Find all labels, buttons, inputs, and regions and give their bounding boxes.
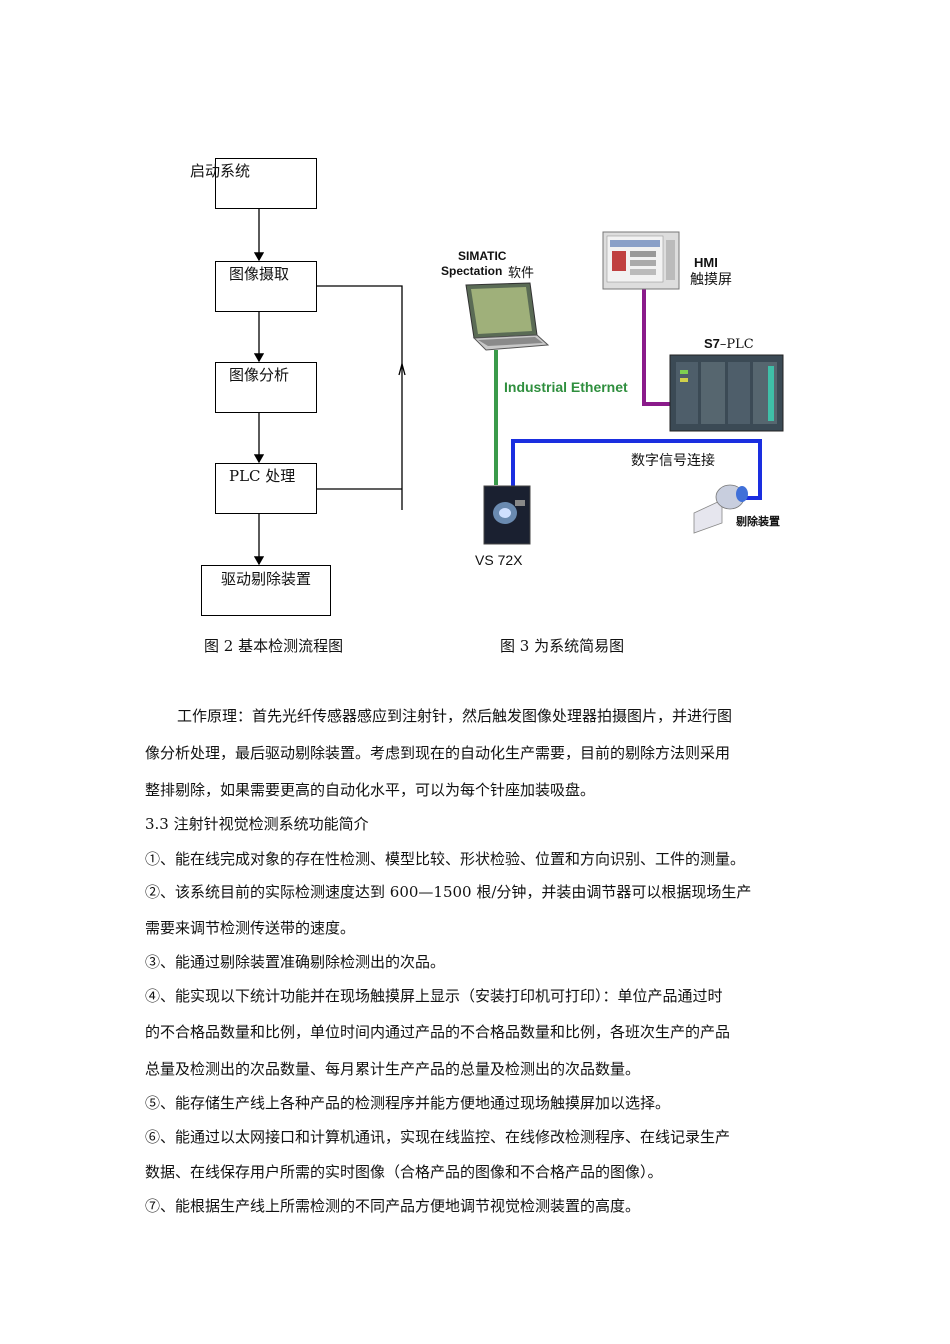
body-line-15: ⑦、能根据生产线上所需检测的不同产品方便地调节视觉检测装置的高度。 xyxy=(145,1197,641,1215)
body-line-1: 工作原理：首先光纤传感器感应到注射针，然后触发图像处理器拍摄图片，并进行图 xyxy=(177,707,733,725)
flow-step-plc: PLC 处理 xyxy=(229,467,296,485)
body-line-14: 数据、在线保存用户所需的实时图像（合格产品的图像和不合格产品的图像）。 xyxy=(145,1163,663,1181)
rejector-label: 剔除装置 xyxy=(736,515,780,528)
plc-label-plc: PLC xyxy=(726,337,754,352)
body-line-7: 需要来调节检测传送带的速度。 xyxy=(145,919,356,937)
body-line-10: 的不合格品数量和比例，单位时间内通过产品的不合格品数量和比例，各班次生产的产品 xyxy=(145,1023,731,1041)
software-label-simatic: SIMATIC xyxy=(458,249,507,263)
hmi-link-line xyxy=(642,286,676,406)
flow-box-capture xyxy=(215,261,317,312)
flow-step-start: 启动系统 xyxy=(190,162,251,180)
hmi-screen-icon xyxy=(602,231,680,290)
body-line-2: 像分析处理，最后驱动剔除装置。考虑到现在的自动化生产需要，目前的剔除方法则采用 xyxy=(145,744,731,762)
body-line-9: ④、能实现以下统计功能并在现场触摸屏上显示（安装打印机可打印）：单位产品通过时 xyxy=(145,987,723,1005)
flow-box-reject xyxy=(201,565,331,616)
body-line-5: ①、能在线完成对象的存在性检测、模型比较、形状检验、位置和方向识别、工件的测量。 xyxy=(145,850,746,868)
flow-box-plc xyxy=(215,463,317,514)
plc-label-s7: S7 xyxy=(704,336,720,351)
flow-step-reject: 驱动剔除装置 xyxy=(221,570,312,588)
body-line-6: ②、该系统目前的实际检测速度达到 600—1500 根/分钟，并装由调节器可以根… xyxy=(145,883,752,901)
flow-step-analysis: 图像分析 xyxy=(229,366,290,384)
hmi-sublabel: 触摸屏 xyxy=(690,272,732,288)
ethernet-label: Industrial Ethernet xyxy=(504,379,628,395)
plc-label: S7–PLC xyxy=(704,336,754,352)
flow-box-start xyxy=(215,158,317,209)
rejector-icon xyxy=(693,484,748,534)
camera-icon xyxy=(483,485,531,545)
digital-signal-label: 数字信号连接 xyxy=(631,453,715,469)
camera-label: VS 72X xyxy=(475,552,523,568)
section-heading: 3.3 注射针视觉检测系统功能简介 xyxy=(145,815,369,833)
software-label-cn: 软件 xyxy=(508,266,535,281)
digital-signal-line xyxy=(511,439,762,500)
hmi-label: HMI xyxy=(694,255,718,270)
flow-step-capture: 图像摄取 xyxy=(229,265,290,283)
body-line-11: 总量及检测出的次品数量、每月累计生产产品的总量及检测出的次品数量。 xyxy=(145,1060,641,1078)
figure-3-caption: 图 3 为系统简易图 xyxy=(500,637,625,655)
flow-box-analysis xyxy=(215,362,317,413)
feedback-line xyxy=(316,285,403,510)
body-line-8: ③、能通过剔除装置准确剔除检测出的次品。 xyxy=(145,953,446,971)
body-line-12: ⑤、能存储生产线上各种产品的检测程序并能方便地通过现场触摸屏加以选择。 xyxy=(145,1094,671,1112)
plc-rack-icon xyxy=(669,354,784,432)
plc-label-dash: – xyxy=(719,337,727,352)
body-line-13: ⑥、能通过以太网接口和计算机通讯，实现在线监控、在线修改检测程序、在线记录生产 xyxy=(145,1128,731,1146)
body-line-3: 整排剔除，如果需要更高的自动化水平，可以为每个针座加装吸盘。 xyxy=(145,781,596,799)
figure-2-caption: 图 2 基本检测流程图 xyxy=(204,637,344,655)
software-label-spectation: Spectation xyxy=(441,264,503,278)
laptop-icon xyxy=(465,282,550,351)
